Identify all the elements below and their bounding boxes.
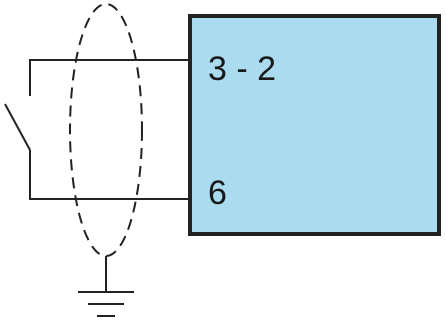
wire-top <box>29 59 190 96</box>
switch-contact-icon <box>4 103 31 151</box>
terminal-label-bottom: 6 <box>208 174 227 212</box>
wire-bottom <box>29 150 190 200</box>
cable-shield-icon <box>69 3 143 257</box>
ground-icon <box>78 256 134 317</box>
terminal-label-top: 3 - 2 <box>208 50 276 88</box>
device-box <box>188 14 441 236</box>
